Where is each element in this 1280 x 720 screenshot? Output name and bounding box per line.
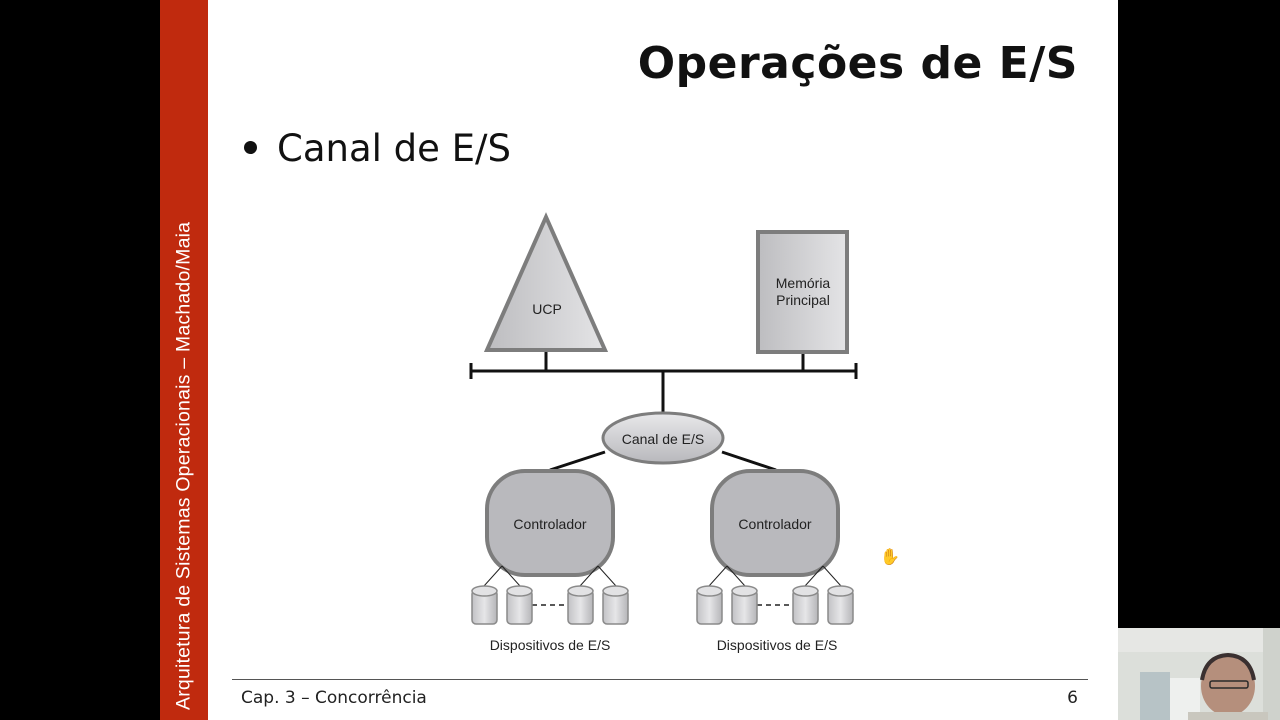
cpu-triangle: UCP xyxy=(483,212,609,352)
hand-cursor-icon: ✋ xyxy=(880,547,900,566)
memory-label-line2: Principal xyxy=(776,292,830,308)
memory-label-line1: Memória xyxy=(776,275,831,291)
cpu-label: UCP xyxy=(532,301,562,317)
webcam-feed xyxy=(1118,628,1280,720)
devices-left-label: Dispositivos de E/S xyxy=(490,637,611,653)
channel-label: Canal de E/S xyxy=(622,431,705,447)
devices-right-label: Dispositivos de E/S xyxy=(717,637,838,653)
controller-left-label: Controlador xyxy=(513,516,586,532)
bullet-text: Canal de E/S xyxy=(277,127,512,170)
io-channel-diagram: UCP Memória Principal Canal de E/S xyxy=(469,212,858,653)
system-bus xyxy=(469,352,858,412)
slide-title: Operações de E/S xyxy=(637,38,1078,89)
presenter-webcam xyxy=(1118,628,1280,720)
controller-left: Controlador Dispositivos de E/S xyxy=(471,469,629,653)
io-channel-node: Canal de E/S xyxy=(549,411,777,472)
footer-chapter: Cap. 3 – Concorrência xyxy=(241,688,427,708)
io-devices-left xyxy=(471,585,629,625)
presentation-slide: Arquitetura de Sistemas Operacionais – M… xyxy=(160,0,1118,720)
bullet-icon xyxy=(244,141,257,154)
controller-right-label: Controlador xyxy=(738,516,811,532)
main-memory-box: Memória Principal xyxy=(756,230,849,354)
slide-sidebar: Arquitetura de Sistemas Operacionais – M… xyxy=(160,0,208,720)
footer-divider xyxy=(232,679,1088,680)
footer-page-number: 6 xyxy=(1067,688,1078,708)
io-devices-right xyxy=(696,585,854,625)
bullet-point: Canal de E/S xyxy=(244,127,511,170)
controller-right: Controlador Dispositivos de E/S xyxy=(696,469,854,653)
